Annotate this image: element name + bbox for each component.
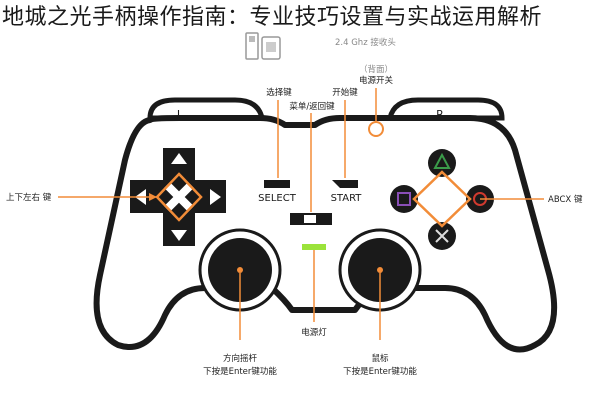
power-led bbox=[302, 244, 326, 250]
start-button[interactable] bbox=[332, 180, 358, 188]
dpad bbox=[130, 148, 226, 246]
select-text: SELECT bbox=[258, 193, 297, 204]
left-stick-desc: 下按是Enter键功能 bbox=[203, 367, 277, 377]
l-label: L bbox=[177, 108, 184, 121]
abcx-key-label: ABCX 键 bbox=[548, 195, 583, 205]
start-key-label: 开始键 bbox=[332, 88, 358, 98]
menu-back-key-label: 菜单/返回键 bbox=[289, 102, 335, 112]
select-button[interactable] bbox=[264, 180, 290, 188]
power-switch-label: 电源开关 bbox=[358, 76, 393, 86]
r-label: R bbox=[436, 108, 444, 121]
select-key-label: 选择键 bbox=[266, 88, 292, 98]
callout-lines bbox=[58, 88, 544, 340]
power-switch bbox=[368, 121, 384, 137]
right-stick-label: 鼠标 bbox=[371, 354, 389, 364]
l-shoulder-button bbox=[147, 97, 266, 121]
usb-receiver-icon bbox=[245, 32, 281, 60]
face-buttons bbox=[390, 149, 494, 250]
usb-receiver-label: 2.4 Ghz 接收头 bbox=[335, 38, 396, 48]
r-shoulder-button bbox=[386, 97, 505, 121]
power-back-label: （背面） bbox=[358, 65, 393, 75]
dpad-key-label: 上下左右 键 bbox=[6, 193, 52, 203]
left-stick-label: 方向摇杆 bbox=[222, 354, 257, 364]
start-text: START bbox=[331, 193, 363, 204]
power-led-label: 电源灯 bbox=[301, 328, 327, 338]
page-title: 地城之光手柄操作指南：专业技巧设置与实战运用解析 bbox=[2, 5, 543, 30]
right-stick-desc: 下按是Enter键功能 bbox=[343, 367, 417, 377]
